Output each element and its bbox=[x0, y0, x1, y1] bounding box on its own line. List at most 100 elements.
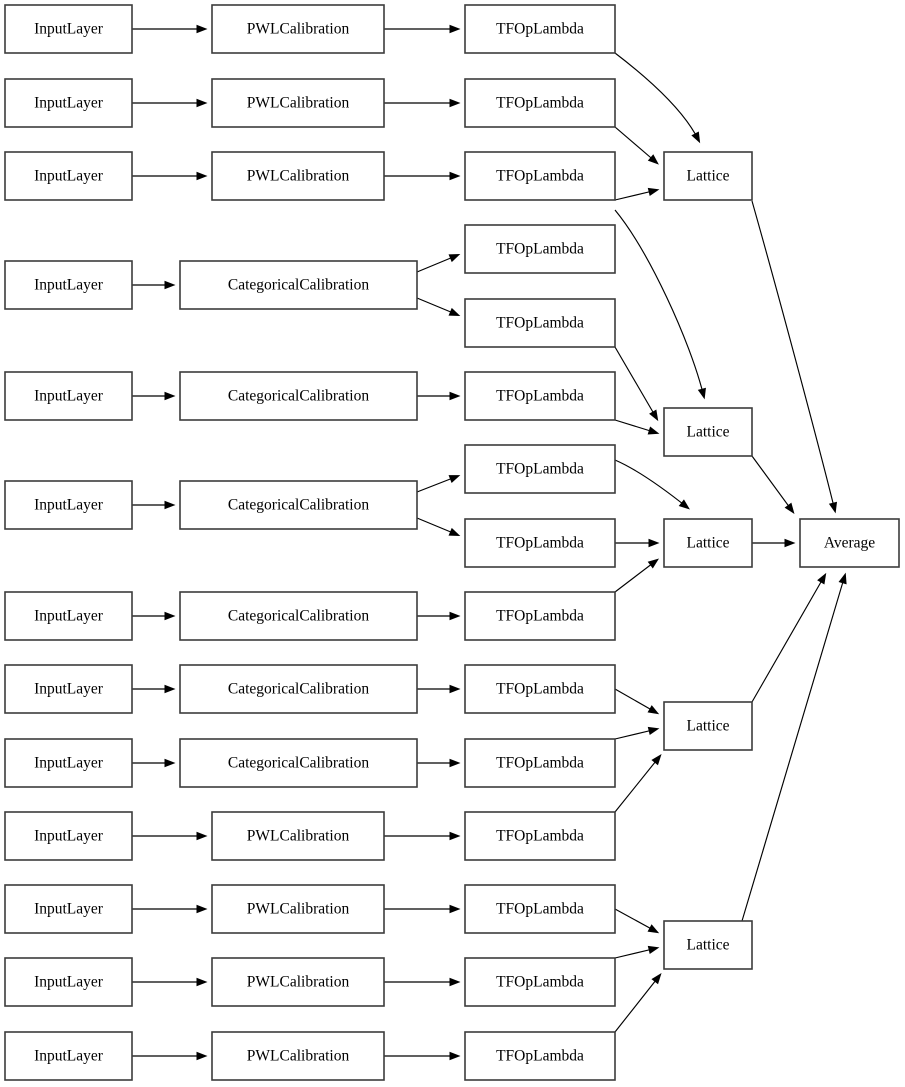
node-box[interactable] bbox=[179, 371, 418, 421]
graph-node-op15[interactable]: TFOpLambda bbox=[464, 1031, 616, 1081]
node-box[interactable] bbox=[464, 298, 616, 348]
graph-node-in11[interactable]: InputLayer bbox=[4, 884, 133, 934]
graph-node-avg[interactable]: Average bbox=[799, 518, 900, 568]
node-label: InputLayer bbox=[34, 901, 104, 918]
graph-edge bbox=[417, 611, 461, 621]
node-box[interactable] bbox=[211, 811, 385, 861]
graph-node-cal7[interactable]: CategoricalCalibration bbox=[179, 591, 418, 641]
node-box[interactable] bbox=[179, 664, 418, 714]
node-box[interactable] bbox=[211, 78, 385, 128]
node-box[interactable] bbox=[464, 4, 616, 54]
node-box[interactable] bbox=[4, 4, 133, 54]
graph-node-op1[interactable]: TFOpLambda bbox=[464, 4, 616, 54]
node-box[interactable] bbox=[799, 518, 900, 568]
node-box[interactable] bbox=[464, 738, 616, 788]
node-box[interactable] bbox=[179, 260, 418, 310]
graph-node-in13[interactable]: InputLayer bbox=[4, 1031, 133, 1081]
graph-node-in3[interactable]: InputLayer bbox=[4, 151, 133, 201]
node-box[interactable] bbox=[464, 1031, 616, 1081]
graph-node-op6[interactable]: TFOpLambda bbox=[464, 371, 616, 421]
graph-node-in7[interactable]: InputLayer bbox=[4, 591, 133, 641]
graph-node-cal1[interactable]: PWLCalibration bbox=[211, 4, 385, 54]
node-box[interactable] bbox=[4, 957, 133, 1007]
node-box[interactable] bbox=[4, 151, 133, 201]
graph-node-in6[interactable]: InputLayer bbox=[4, 480, 133, 530]
node-box[interactable] bbox=[464, 884, 616, 934]
node-box[interactable] bbox=[4, 371, 133, 421]
graph-node-cal9[interactable]: CategoricalCalibration bbox=[179, 738, 418, 788]
node-box[interactable] bbox=[464, 957, 616, 1007]
node-box[interactable] bbox=[211, 151, 385, 201]
node-box[interactable] bbox=[211, 957, 385, 1007]
graph-edge bbox=[132, 758, 176, 768]
graph-node-op11[interactable]: TFOpLambda bbox=[464, 738, 616, 788]
graph-node-in4[interactable]: InputLayer bbox=[4, 260, 133, 310]
node-box[interactable] bbox=[4, 591, 133, 641]
graph-node-op12[interactable]: TFOpLambda bbox=[464, 811, 616, 861]
node-box[interactable] bbox=[179, 591, 418, 641]
graph-node-cal8[interactable]: CategoricalCalibration bbox=[179, 664, 418, 714]
node-box[interactable] bbox=[211, 884, 385, 934]
node-box[interactable] bbox=[663, 518, 753, 568]
node-box[interactable] bbox=[464, 518, 616, 568]
node-box[interactable] bbox=[4, 1031, 133, 1081]
node-box[interactable] bbox=[4, 738, 133, 788]
node-box[interactable] bbox=[464, 664, 616, 714]
graph-node-op4[interactable]: TFOpLambda bbox=[464, 224, 616, 274]
node-box[interactable] bbox=[4, 884, 133, 934]
graph-node-op7[interactable]: TFOpLambda bbox=[464, 444, 616, 494]
graph-node-in12[interactable]: InputLayer bbox=[4, 957, 133, 1007]
node-box[interactable] bbox=[663, 407, 753, 457]
graph-node-in5[interactable]: InputLayer bbox=[4, 371, 133, 421]
node-box[interactable] bbox=[179, 738, 418, 788]
node-box[interactable] bbox=[464, 224, 616, 274]
node-box[interactable] bbox=[663, 701, 753, 751]
node-box[interactable] bbox=[464, 591, 616, 641]
graph-node-cal2[interactable]: PWLCalibration bbox=[211, 78, 385, 128]
graph-node-op13[interactable]: TFOpLambda bbox=[464, 884, 616, 934]
graph-node-cal6[interactable]: CategoricalCalibration bbox=[179, 480, 418, 530]
graph-node-in10[interactable]: InputLayer bbox=[4, 811, 133, 861]
graph-node-lat2[interactable]: Lattice bbox=[663, 407, 753, 457]
graph-node-cal5[interactable]: CategoricalCalibration bbox=[179, 371, 418, 421]
graph-node-op2[interactable]: TFOpLambda bbox=[464, 78, 616, 128]
graph-node-lat5[interactable]: Lattice bbox=[663, 920, 753, 970]
graph-node-in8[interactable]: InputLayer bbox=[4, 664, 133, 714]
arrowhead-icon bbox=[164, 684, 176, 694]
node-box[interactable] bbox=[464, 811, 616, 861]
node-box[interactable] bbox=[464, 151, 616, 201]
graph-node-cal10[interactable]: PWLCalibration bbox=[211, 811, 385, 861]
graph-node-cal13[interactable]: PWLCalibration bbox=[211, 1031, 385, 1081]
node-box[interactable] bbox=[4, 811, 133, 861]
graph-node-cal4[interactable]: CategoricalCalibration bbox=[179, 260, 418, 310]
node-box[interactable] bbox=[4, 480, 133, 530]
graph-node-op10[interactable]: TFOpLambda bbox=[464, 664, 616, 714]
graph-node-lat3[interactable]: Lattice bbox=[663, 518, 753, 568]
node-box[interactable] bbox=[464, 371, 616, 421]
node-box[interactable] bbox=[179, 480, 418, 530]
graph-node-lat4[interactable]: Lattice bbox=[663, 701, 753, 751]
node-box[interactable] bbox=[4, 260, 133, 310]
graph-node-lat1[interactable]: Lattice bbox=[663, 151, 753, 201]
node-box[interactable] bbox=[211, 1031, 385, 1081]
graph-node-in2[interactable]: InputLayer bbox=[4, 78, 133, 128]
graph-node-op3[interactable]: TFOpLambda bbox=[464, 151, 616, 201]
node-box[interactable] bbox=[464, 444, 616, 494]
graph-node-op8[interactable]: TFOpLambda bbox=[464, 518, 616, 568]
node-box[interactable] bbox=[4, 78, 133, 128]
node-box[interactable] bbox=[4, 664, 133, 714]
graph-node-in1[interactable]: InputLayer bbox=[4, 4, 133, 54]
arrowhead-icon bbox=[649, 409, 659, 422]
graph-node-cal12[interactable]: PWLCalibration bbox=[211, 957, 385, 1007]
graph-node-cal11[interactable]: PWLCalibration bbox=[211, 884, 385, 934]
node-label: CategoricalCalibration bbox=[228, 277, 369, 294]
graph-node-op5[interactable]: TFOpLambda bbox=[464, 298, 616, 348]
graph-node-op9[interactable]: TFOpLambda bbox=[464, 591, 616, 641]
graph-node-cal3[interactable]: PWLCalibration bbox=[211, 151, 385, 201]
graph-node-op14[interactable]: TFOpLambda bbox=[464, 957, 616, 1007]
node-box[interactable] bbox=[211, 4, 385, 54]
node-box[interactable] bbox=[663, 151, 753, 201]
node-box[interactable] bbox=[464, 78, 616, 128]
node-box[interactable] bbox=[663, 920, 753, 970]
graph-node-in9[interactable]: InputLayer bbox=[4, 738, 133, 788]
